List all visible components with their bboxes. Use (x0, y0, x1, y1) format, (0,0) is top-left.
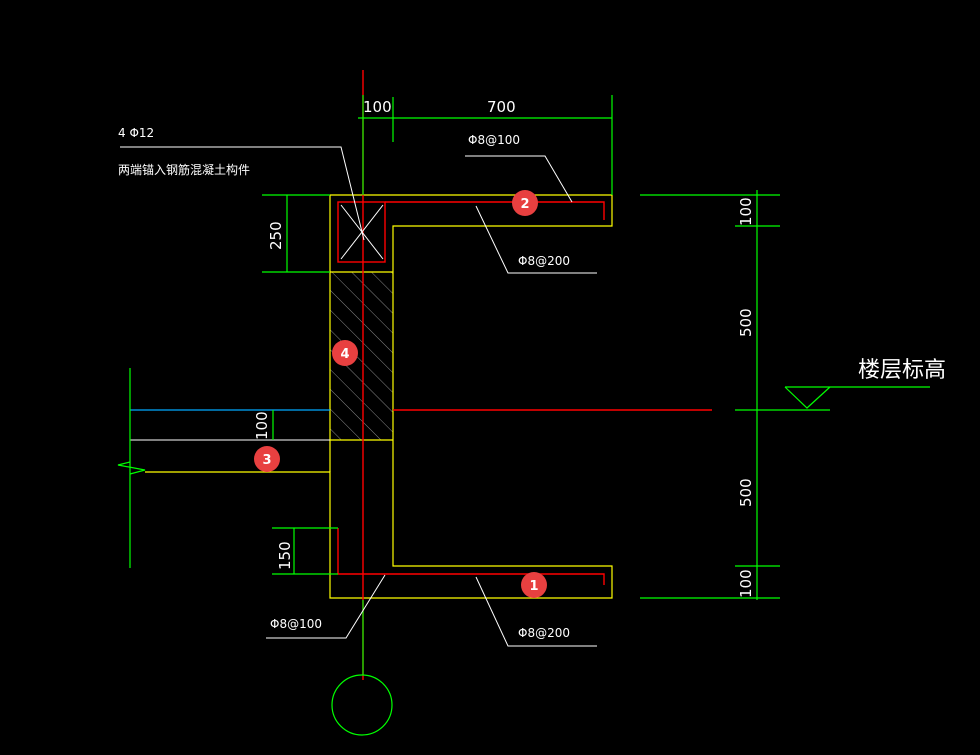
dim-top-left: 100 (363, 98, 392, 116)
marker-3[interactable]: 3 (254, 446, 280, 472)
concrete-outline (145, 194, 613, 599)
svg-text:1: 1 (529, 579, 538, 594)
svg-text:2: 2 (520, 197, 529, 212)
dim-right-4: 100 (737, 569, 755, 598)
dim-right-2: 500 (737, 308, 755, 337)
rebar-bottom (337, 528, 605, 585)
marker-4[interactable]: 4 (332, 340, 358, 366)
corner-stirrup (337, 201, 386, 263)
corner-bars-label: 4 Φ12 (118, 126, 154, 140)
marker-1[interactable]: 1 (521, 572, 547, 598)
anchor-note: 两端锚入钢筋混凝土构件 (118, 162, 250, 177)
dim-right-1: 100 (737, 197, 755, 226)
svg-text:4: 4 (340, 347, 349, 362)
dim-left-top: 250 (267, 221, 285, 250)
dim-left-bottom: 150 (276, 541, 294, 570)
dim-right-3: 500 (737, 478, 755, 507)
top-bar-upper-label: Φ8@100 (468, 133, 520, 147)
bottom-bar-right-label: Φ8@200 (518, 626, 570, 640)
top-bar-lower-label: Φ8@200 (518, 254, 570, 268)
dim-left-mid: 100 (253, 411, 271, 440)
svg-text:3: 3 (262, 453, 271, 468)
axis-bubble (331, 674, 393, 736)
floor-elevation-label: 楼层标高 (858, 358, 946, 383)
marker-2[interactable]: 2 (512, 190, 538, 216)
rebar-top (385, 201, 605, 220)
dim-top-right: 700 (487, 98, 516, 116)
elevation-symbol (784, 386, 930, 409)
bottom-bar-left-label: Φ8@100 (270, 617, 322, 631)
